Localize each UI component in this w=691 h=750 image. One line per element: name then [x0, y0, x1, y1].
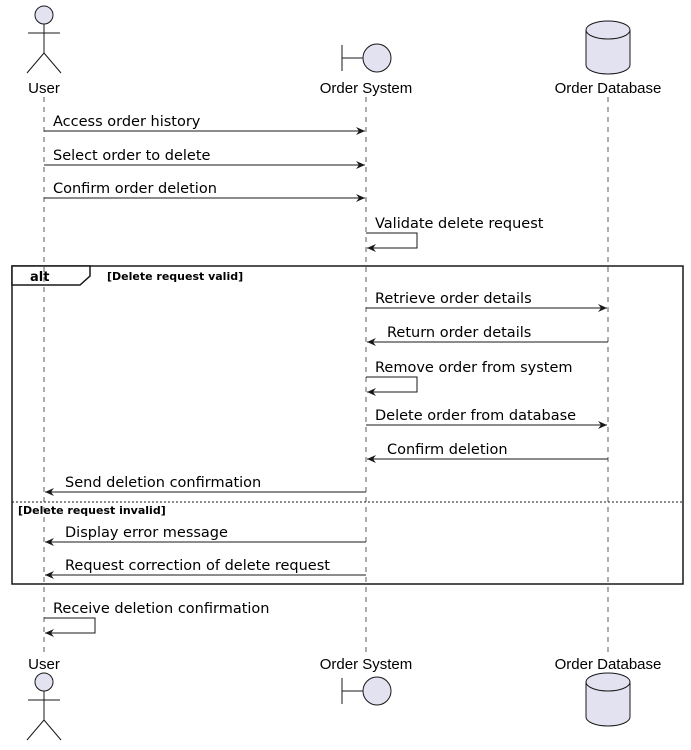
participant-label-bottom-db: Order Database — [555, 656, 662, 673]
database-icon — [585, 20, 631, 75]
database-icon — [585, 672, 631, 727]
actor-icon — [26, 5, 62, 74]
alt-frame — [11, 265, 684, 585]
alt-fragment: alt [Delete request valid] [Delete request… — [11, 265, 684, 585]
participant-label-system: Order System — [320, 80, 413, 97]
participant-label-bottom-user: User — [28, 656, 60, 673]
message-label: Select order to delete — [53, 148, 211, 164]
message-label: Remove order from system — [375, 360, 573, 376]
message-label: Access order history — [53, 114, 201, 130]
message: Validate delete request — [366, 216, 544, 252]
self-message-arrow — [44, 617, 96, 637]
guard-invalid: [Delete request invalid] — [18, 504, 166, 517]
message-label: Request correction of delete request — [65, 558, 330, 574]
message: Confirm order deletion — [44, 181, 365, 202]
participant-label-bottom-system: Order System — [320, 656, 413, 673]
message: Receive deletion confirmation — [44, 601, 270, 637]
message-label: Send deletion confirmation — [65, 475, 261, 491]
message-label: Return order details — [387, 325, 531, 341]
message-label: Retrieve order details — [375, 291, 532, 307]
boundary-icon — [341, 43, 392, 73]
message: Display error message — [45, 525, 366, 546]
message: Request correction of delete request — [45, 558, 366, 579]
message: Return order details — [367, 325, 608, 346]
message: Delete order from database — [366, 408, 607, 429]
boundary-icon — [341, 676, 392, 706]
actor-icon — [26, 672, 62, 741]
participant-label-user: User — [28, 80, 60, 97]
message: Access order history — [44, 114, 365, 135]
message-label: Receive deletion confirmation — [53, 601, 270, 617]
message: Send deletion confirmation — [45, 475, 366, 496]
message-label: Confirm order deletion — [53, 181, 217, 197]
message: Retrieve order details — [366, 291, 607, 312]
participant-label-db: Order Database — [555, 80, 662, 97]
alt-tab — [11, 265, 91, 286]
message-label: Display error message — [65, 525, 228, 541]
self-message-arrow — [366, 376, 418, 396]
message-label: Validate delete request — [375, 216, 544, 232]
message: Remove order from system — [366, 360, 573, 396]
message-label: Confirm deletion — [387, 442, 508, 458]
message: Select order to delete — [44, 148, 365, 169]
self-message-arrow — [366, 232, 418, 252]
message: Confirm deletion — [367, 442, 608, 463]
message-label: Delete order from database — [375, 408, 576, 424]
alt-keyword: alt — [30, 270, 49, 285]
guard-valid: [Delete request valid] — [107, 270, 243, 283]
